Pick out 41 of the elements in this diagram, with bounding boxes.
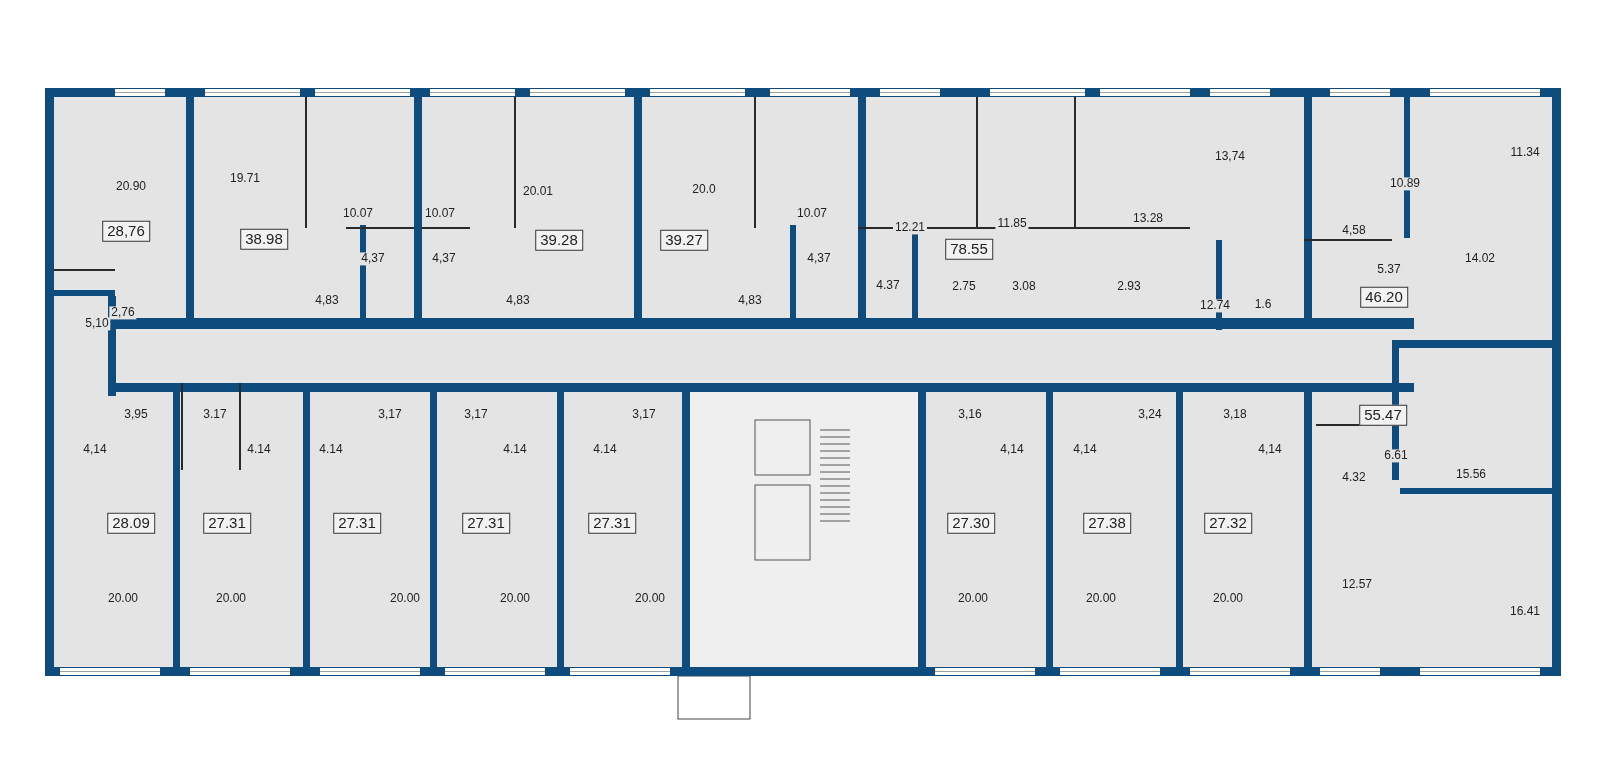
room-area-label: 4,37 — [805, 252, 833, 266]
room-area-label: 3,18 — [1221, 408, 1249, 422]
room-area-label: 3,16 — [956, 408, 984, 422]
room-area-label: 3,24 — [1136, 408, 1164, 422]
apartment-area-label: 39.27 — [660, 229, 708, 251]
apartment-area-label: 39.28 — [535, 229, 583, 251]
apartment-area-label: 55.47 — [1359, 404, 1407, 426]
room-area-label: 3,17 — [630, 408, 658, 422]
room-area-label: 4,14 — [1071, 443, 1099, 457]
room-area-label: 11.85 — [995, 217, 1029, 231]
room-area-label: 4,14 — [998, 443, 1026, 457]
apartment-area-label: 28,76 — [102, 220, 150, 242]
apartment-area-label: 46.20 — [1360, 286, 1408, 308]
apartment-area-label: 27.32 — [1204, 512, 1252, 534]
apartment-area-label: 27.38 — [1083, 512, 1131, 534]
room-area-label: 10.89 — [1388, 177, 1422, 191]
room-area-label: 5,10 — [83, 317, 111, 331]
room-area-label: 4,14 — [1256, 443, 1284, 457]
apartment-area-label: 38.98 — [240, 228, 288, 250]
room-area-label: 13,74 — [1213, 150, 1247, 164]
room-area-label: 12.74 — [1198, 299, 1232, 313]
room-area-label: 4,37 — [359, 252, 387, 266]
apartment-area-label: 27.30 — [947, 512, 995, 534]
room-area-label: 4,37 — [430, 252, 458, 266]
room-area-label: 4,58 — [1340, 224, 1368, 238]
apartment-area-label: 27.31 — [333, 512, 381, 534]
room-area-label: 3,17 — [462, 408, 490, 422]
room-area-label: 12.21 — [893, 221, 927, 235]
room-area-label: 4,83 — [504, 294, 532, 308]
room-area-label: 6.61 — [1382, 449, 1410, 463]
apartment-area-label: 27.31 — [203, 512, 251, 534]
apartment-area-label: 27.31 — [462, 512, 510, 534]
room-area-label: 4,14 — [81, 443, 109, 457]
room-area-label: 3,95 — [122, 408, 150, 422]
room-area-label: 2,76 — [109, 306, 137, 320]
room-area-label: 4,83 — [313, 294, 341, 308]
room-area-label: 4,83 — [736, 294, 764, 308]
room-area-label: 3,17 — [376, 408, 404, 422]
apartment-area-label: 78.55 — [945, 238, 993, 260]
apartment-area-label: 27.31 — [588, 512, 636, 534]
apartment-area-label: 28.09 — [107, 512, 155, 534]
